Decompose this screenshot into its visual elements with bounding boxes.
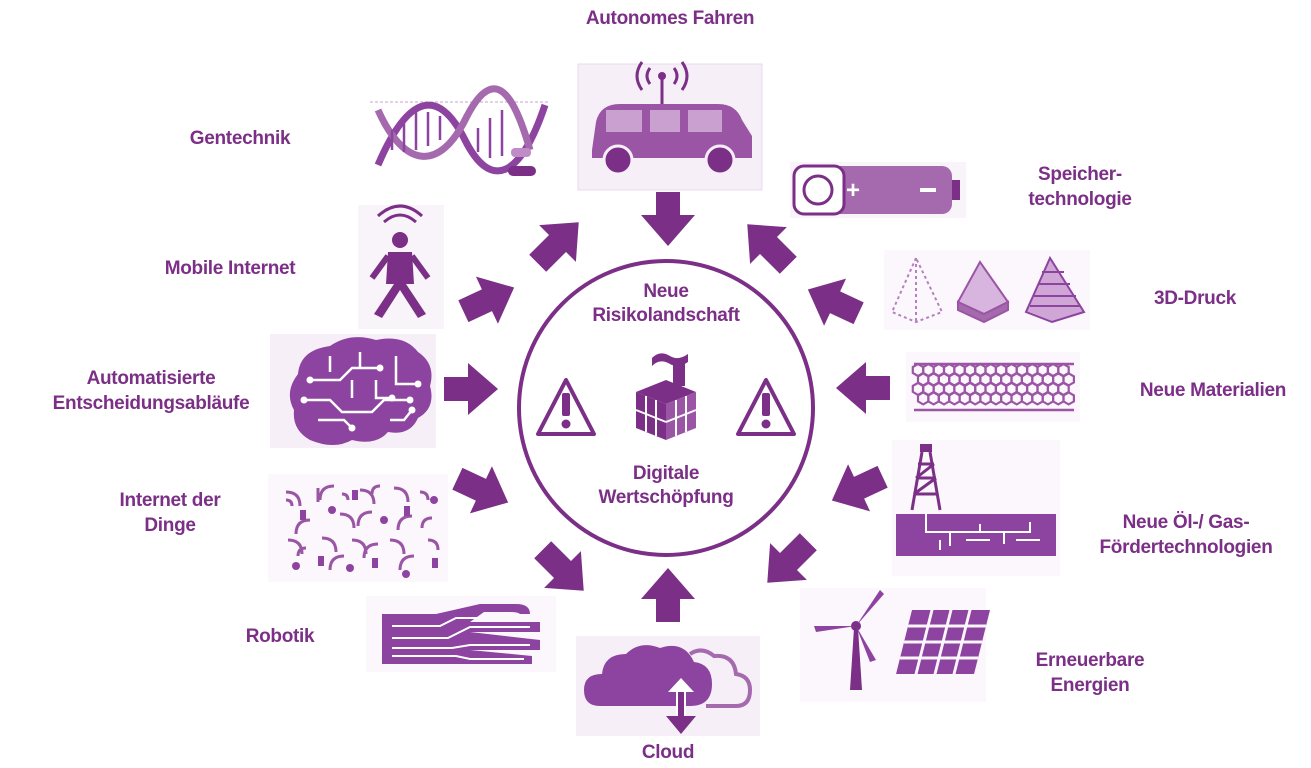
devices-signal-icon bbox=[268, 474, 448, 582]
warning-icon bbox=[736, 378, 796, 436]
label-speicher-line1: Speicher- bbox=[1038, 164, 1122, 185]
label-neue-materialien: Neue Materialien bbox=[1139, 380, 1287, 401]
cloud-icon bbox=[576, 636, 760, 736]
brain-circuit-icon bbox=[270, 334, 436, 448]
arrow-top-right bbox=[747, 224, 797, 274]
center-bottom-text: Digitale Wertschöpfung bbox=[566, 462, 766, 510]
label-erneuerbar-line1: Erneuerbare bbox=[1035, 650, 1145, 671]
label-oel-gas-foerdertechnologien: Neue Öl-/ Gas- Fördertechnologien bbox=[1076, 510, 1296, 560]
arrow-upper-right bbox=[807, 278, 864, 326]
factory-icon bbox=[635, 353, 697, 440]
label-speichertechnologie: Speicher- technologie bbox=[1000, 162, 1160, 212]
arrow-lower-left bbox=[452, 466, 509, 514]
label-3d-druck: 3D-Druck bbox=[1153, 288, 1237, 309]
arrow-right bbox=[836, 362, 890, 414]
label-robotik: Robotik bbox=[245, 626, 315, 647]
arrow-top-left bbox=[529, 222, 579, 272]
arrow-upper-left bbox=[458, 276, 515, 324]
center-bottom-line2: Wertschöpfung bbox=[598, 487, 734, 508]
label-automatisiert-line2: Entscheidungsabläufe bbox=[52, 393, 250, 414]
label-iot-line2: Dinge bbox=[144, 515, 196, 536]
label-gentechnik: Gentechnik bbox=[189, 128, 291, 149]
label-autonomes-fahren: Autonomes Fahren bbox=[585, 8, 755, 29]
oil-rig-icon bbox=[892, 440, 1060, 576]
label-cloud: Cloud bbox=[641, 742, 695, 763]
robot-hand-icon bbox=[366, 596, 556, 672]
warning-icon bbox=[536, 378, 596, 436]
center-top-line1: Neue bbox=[643, 281, 689, 302]
label-erneuerbare-energien: Erneuerbare Energien bbox=[1000, 648, 1180, 698]
arrow-bottom-right bbox=[767, 533, 817, 583]
dna-icon bbox=[370, 85, 550, 176]
person-signal-icon bbox=[358, 204, 444, 329]
arrow-lower-right bbox=[831, 464, 888, 512]
nanotube-icon bbox=[906, 352, 1080, 422]
wind-solar-icon bbox=[800, 588, 990, 702]
battery-icon: + bbox=[790, 162, 966, 218]
pyramid-icon bbox=[884, 250, 1090, 330]
arrow-bottom-left bbox=[534, 541, 584, 591]
label-internet-der-dinge: Internet der Dinge bbox=[80, 488, 260, 538]
center-top-line2: Risikolandschaft bbox=[592, 305, 740, 326]
hex-cell bbox=[1062, 391, 1076, 406]
label-automatisiert-line1: Automatisierte bbox=[86, 368, 216, 389]
arrow-left bbox=[444, 363, 498, 415]
label-speicher-line2: technologie bbox=[1028, 189, 1132, 210]
center-top-text: Neue Risikolandschaft bbox=[566, 280, 766, 328]
car-icon bbox=[577, 61, 763, 191]
arrow-bottom bbox=[641, 568, 695, 622]
label-automatisierte-entscheidungsablaeufe: Automatisierte Entscheidungsabläufe bbox=[36, 366, 266, 416]
arrow-top bbox=[641, 192, 695, 246]
label-oel-line2: Fördertechnologien bbox=[1099, 537, 1273, 558]
label-iot-line1: Internet der bbox=[119, 490, 221, 511]
label-mobile-internet: Mobile Internet bbox=[164, 258, 296, 279]
label-oel-line1: Neue Öl-/ Gas- bbox=[1122, 512, 1250, 533]
arrows bbox=[444, 192, 890, 622]
svg-text:+: + bbox=[846, 177, 860, 204]
center-bottom-line1: Digitale bbox=[632, 463, 700, 484]
label-erneuerbar-line2: Energien bbox=[1050, 675, 1130, 696]
